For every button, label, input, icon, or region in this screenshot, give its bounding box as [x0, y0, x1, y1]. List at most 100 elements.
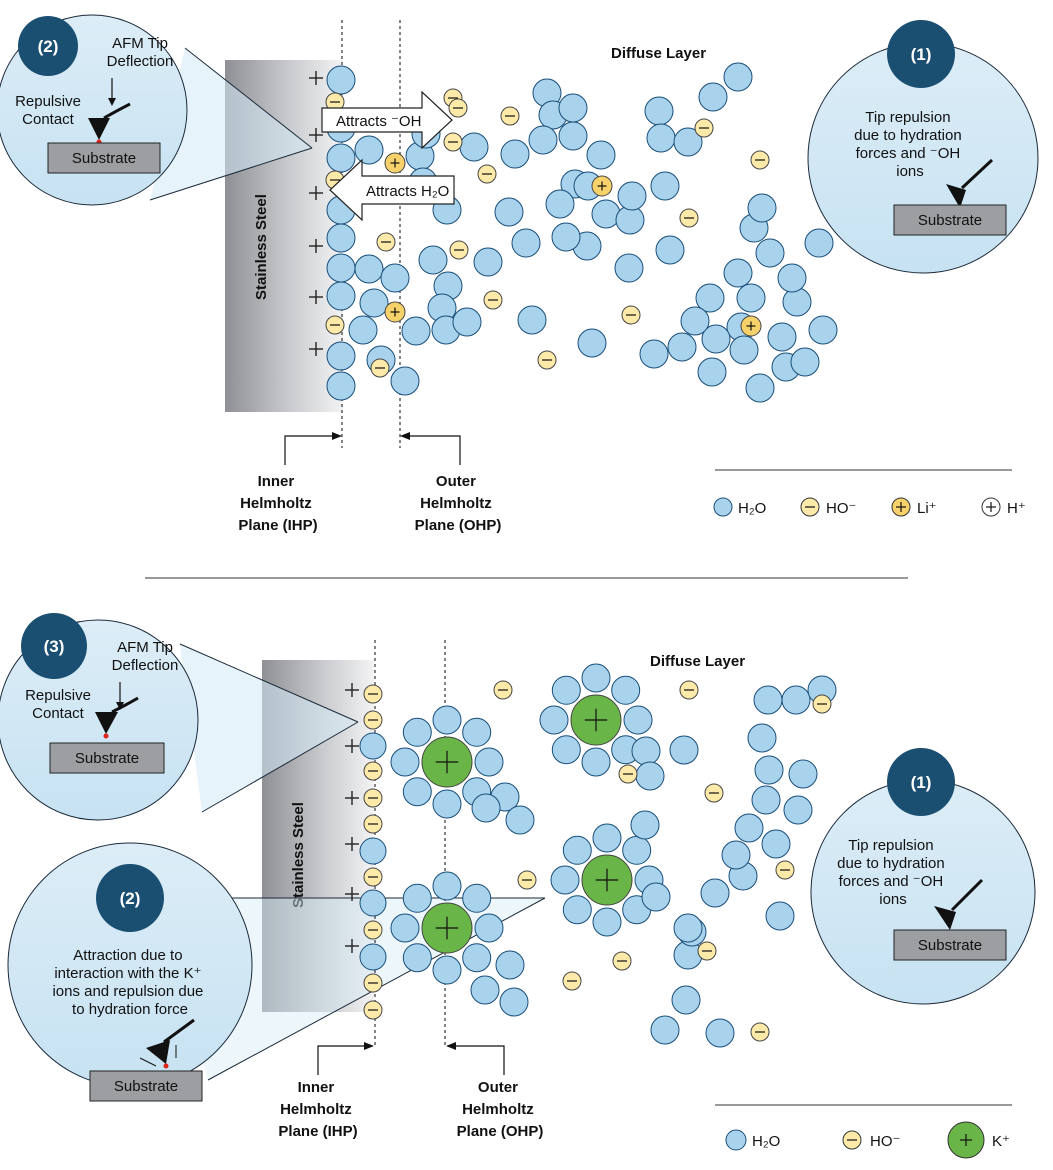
- water-molecule: [790, 347, 820, 377]
- step-badge: [21, 613, 87, 679]
- ihp-label: Inner: [298, 1079, 335, 1096]
- water-molecule: [380, 263, 410, 293]
- water-molecule: [401, 316, 431, 346]
- water-molecule: [326, 371, 356, 401]
- step-badge-label: (1): [911, 45, 932, 64]
- potassium-ion: [570, 694, 622, 746]
- water-molecule: [418, 245, 448, 275]
- water-molecule: [354, 135, 384, 165]
- top-particle-field: [309, 62, 838, 403]
- legend-anion-label: HO⁻: [826, 500, 856, 517]
- hydroxide-ion: [363, 1000, 383, 1020]
- ihp-label: Plane (IHP): [278, 1123, 357, 1140]
- water-molecule: [745, 373, 775, 403]
- water-molecule: [671, 985, 701, 1015]
- water-molecule: [673, 127, 703, 157]
- water-molecule: [782, 287, 812, 317]
- step-badge-label: (2): [120, 889, 141, 908]
- water-molecule: [729, 335, 759, 365]
- hydroxide-ion: [493, 680, 513, 700]
- afm-tip-icon: [146, 1040, 170, 1064]
- potassium-ion: [421, 902, 473, 954]
- substrate-label: Substrate: [918, 212, 982, 229]
- ohp-label: Outer: [478, 1079, 518, 1096]
- water-molecule: [562, 895, 592, 925]
- stainless-steel-label: Stainless Steel: [290, 802, 307, 908]
- ohp-label: Plane (OHP): [457, 1123, 544, 1140]
- callout-tip-repulsion: (1) Tip repulsion due to hydration force…: [810, 748, 1036, 1005]
- water-molecule: [517, 305, 547, 335]
- svg-text:Inner Helmholtz: Inner Helmholtz Plane (IHP): [278, 1079, 357, 1140]
- water-molecule: [592, 907, 622, 937]
- water-molecule: [505, 805, 535, 835]
- water-molecule: [359, 837, 387, 865]
- callout-text-line: ions and repulsion due: [52, 983, 203, 1000]
- water-molecule: [701, 324, 731, 354]
- hydroxide-ion: [477, 164, 497, 184]
- legend-water-label: H₂O: [752, 1133, 780, 1150]
- hydroxide-ion: [618, 764, 638, 784]
- lithium-ion: [384, 301, 406, 323]
- hydroxide-ion: [443, 132, 463, 152]
- water-molecule: [545, 189, 575, 219]
- hydroxide-ion: [370, 358, 390, 378]
- water-molecule: [667, 332, 697, 362]
- hydroxide-ion: [537, 350, 557, 370]
- step-badge: [887, 748, 955, 816]
- water-molecule: [723, 62, 753, 92]
- hydroxide-ion: [704, 783, 724, 803]
- water-molecule: [473, 247, 503, 277]
- legend-li-label: Li⁺: [917, 500, 937, 517]
- legend: H₂O HO⁻ Li⁺ H⁺: [713, 497, 1026, 517]
- water-molecule: [631, 736, 661, 766]
- arrowhead-icon: [364, 1042, 374, 1050]
- callout-text-line: due to hydration: [854, 127, 962, 144]
- ohp-label: Helmholtz: [462, 1101, 534, 1118]
- cantilever-icon: [950, 878, 984, 912]
- water-molecule: [432, 871, 462, 901]
- diffuse-layer-label: Diffuse Layer: [611, 45, 706, 62]
- water-molecule: [348, 315, 378, 345]
- hydroxide-ion: [363, 920, 383, 940]
- hydroxide-ion: [483, 290, 503, 310]
- water-molecule: [698, 82, 728, 112]
- water-molecule: [500, 139, 530, 169]
- water-molecule: [462, 943, 492, 973]
- hydroxide-ion: [363, 867, 383, 887]
- arrowhead-icon: [116, 702, 124, 710]
- hydroxide-ion: [363, 973, 383, 993]
- callout-text-line: to hydration force: [72, 1001, 188, 1018]
- contact-label: Contact: [32, 705, 85, 722]
- svg-text:Attraction due to inte: Attraction due to interaction with the K…: [52, 947, 207, 1018]
- attracts-oh-arrow: Attracts ⁻OH: [321, 90, 453, 150]
- water-molecule: [673, 913, 703, 943]
- step-badge: [96, 864, 164, 932]
- water-molecule: [761, 829, 791, 859]
- water-molecule: [462, 717, 492, 747]
- contact-label: Repulsive: [25, 687, 91, 704]
- ohp-label: Plane (OHP): [415, 517, 502, 534]
- water-molecule: [359, 889, 387, 917]
- hydroxide-ion: [694, 118, 714, 138]
- water-molecule: [586, 140, 616, 170]
- ohp-label: Helmholtz: [420, 495, 492, 512]
- arrowhead-icon: [446, 1042, 456, 1050]
- water-molecule: [655, 235, 685, 265]
- lithium-ion: [740, 315, 762, 337]
- deflection-label: Deflection: [107, 53, 174, 70]
- water-molecule: [402, 943, 432, 973]
- step-badge-label: (1): [911, 773, 932, 792]
- water-molecule: [474, 747, 504, 777]
- callout-connector: [180, 644, 358, 812]
- water-molecule: [551, 675, 581, 705]
- deflection-arrow-icon: [139, 1057, 157, 1067]
- surface-charge-icon: [345, 683, 359, 697]
- water-molecule: [390, 747, 420, 777]
- hydroxide-ion: [679, 680, 699, 700]
- substrate-block: [49, 742, 165, 774]
- attracts-h2o-arrow: Attracts H₂O: [329, 158, 455, 222]
- water-molecule: [650, 1015, 680, 1045]
- water-molecule: [495, 950, 525, 980]
